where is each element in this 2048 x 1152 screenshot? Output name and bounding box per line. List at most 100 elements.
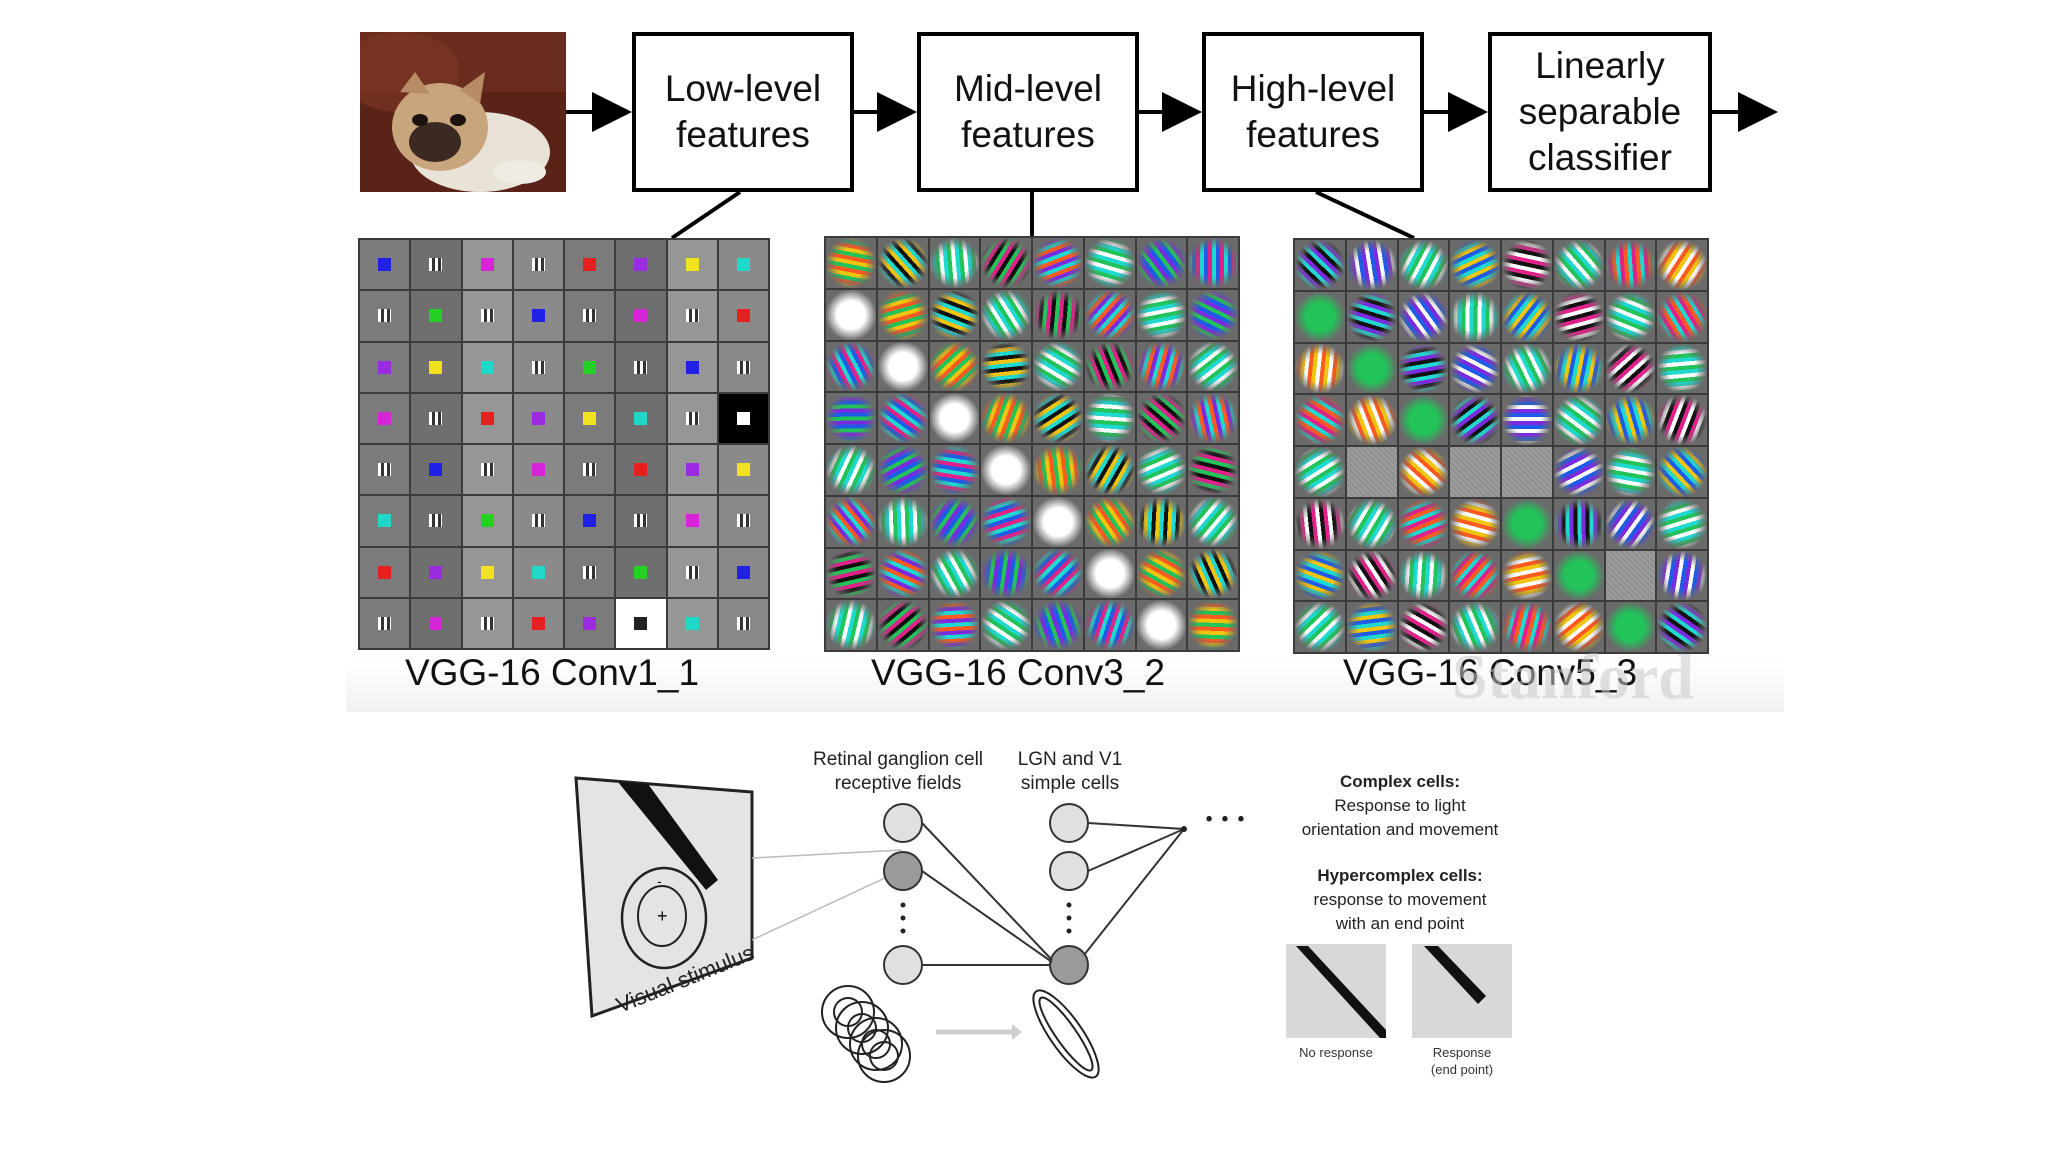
filter-visualization (1553, 550, 1604, 601)
filter-visualization (1033, 548, 1083, 599)
lgn-cell-2 (1049, 851, 1089, 891)
conv3-label: VGG-16 Conv3_2 (870, 652, 1166, 693)
conv1-filter (616, 598, 666, 648)
filter-visualization (929, 548, 980, 599)
filter-visualization (1605, 343, 1656, 394)
conv1-filter (565, 445, 615, 495)
filter-visualization (1033, 393, 1083, 443)
conv1-filter (411, 342, 461, 392)
filter-visualization (1136, 496, 1187, 547)
filter-visualization (1450, 240, 1500, 290)
filter-visualization (1398, 602, 1449, 652)
conv1-filter (718, 496, 768, 546)
center-surround-rings (821, 985, 911, 1083)
filter-visualization (1136, 548, 1187, 599)
conv1-filter (513, 393, 563, 443)
conv1-filter (462, 393, 512, 443)
conv1-filter (513, 291, 563, 341)
filter-visualization (1657, 498, 1707, 549)
conv1-filter (718, 547, 768, 597)
conv1-filter (513, 342, 563, 392)
conv1-filter (513, 496, 563, 546)
filter-visualization (929, 341, 980, 392)
filter-visualization (981, 341, 1031, 392)
filter-visualization (1346, 343, 1397, 394)
conv1-filter (513, 598, 563, 648)
filter-visualization (1553, 602, 1604, 652)
filter-visualization (826, 496, 876, 547)
conv1-filter (360, 445, 410, 495)
filter-visualization (1295, 291, 1345, 342)
conv1-filter (616, 547, 666, 597)
connector-low-grid (670, 190, 742, 240)
filter-visualization (1502, 240, 1552, 290)
conv1-filter (360, 598, 410, 648)
filter-visualization (1033, 341, 1083, 392)
filter-visualization (1605, 395, 1656, 445)
conv1-filter (667, 445, 717, 495)
low-level-features-box: Low-level features (632, 32, 854, 192)
filter-visualization (1398, 343, 1449, 394)
conv1-filter (411, 393, 461, 443)
filter-visualization (1450, 343, 1500, 394)
elongated-receptive-fields (1032, 989, 1100, 1079)
filter-visualization (826, 445, 876, 495)
filter-visualization (981, 289, 1031, 340)
filter-visualization (929, 289, 980, 340)
filter-visualization (1084, 548, 1135, 599)
pipeline-arrows (566, 92, 1778, 240)
visual-pathway-diagram: + - (574, 776, 1512, 1083)
conv1-filter (616, 240, 666, 290)
conv1-filter (565, 547, 615, 597)
filter-visualization (1450, 447, 1500, 497)
filter-visualization (1450, 395, 1500, 445)
filter-visualization (877, 289, 928, 340)
filter-visualization (1450, 602, 1500, 652)
retinal-cell-2 (883, 851, 923, 891)
conv1-filter (513, 547, 563, 597)
filter-visualization (981, 445, 1031, 495)
conv1-filter (513, 240, 563, 290)
filter-visualization (929, 496, 980, 547)
filter-visualization (1295, 343, 1345, 394)
conv1-filter (565, 240, 615, 290)
filter-visualization (1398, 240, 1449, 290)
conv1-filter (667, 291, 717, 341)
conv1-filter (411, 291, 461, 341)
lgn-cell-3 (1049, 945, 1089, 985)
filter-visualization (877, 393, 928, 443)
filter-visualization (1188, 600, 1238, 650)
filter-visualization (1346, 395, 1397, 445)
filter-visualization (1657, 447, 1707, 497)
conv1-filter (616, 393, 666, 443)
conv1-filter (462, 547, 512, 597)
ellipsis: • • • (1205, 809, 1247, 830)
receptive-field-inner (637, 885, 687, 947)
conv1-filter (411, 547, 461, 597)
retinal-cell-1 (883, 803, 923, 843)
filter-visualization (826, 289, 876, 340)
visual-stimulus-panel (574, 776, 754, 1019)
filter-visualization (1553, 240, 1604, 290)
filter-visualization (1033, 238, 1083, 288)
conv1-filter (360, 291, 410, 341)
conv1-filter (667, 547, 717, 597)
filter-visualization (1188, 289, 1238, 340)
filter-visualization (1502, 447, 1552, 497)
filter-visualization (1084, 238, 1135, 288)
conv1-filter (616, 342, 666, 392)
complex-cells-desc: Response to light orientation and moveme… (1301, 796, 1499, 839)
classifier-box: Linearly separable classifier (1488, 32, 1712, 192)
filter-visualization (1188, 496, 1238, 547)
conv5-label: VGG-16 Conv5_3 (1342, 652, 1638, 693)
filter-visualization (1346, 550, 1397, 601)
filter-visualization (1188, 548, 1238, 599)
conv1-filter (565, 393, 615, 443)
filter-visualization (1657, 602, 1707, 652)
conv1-filter (462, 291, 512, 341)
high-level-features-box: High-level features (1202, 32, 1424, 192)
end-point-label: Response (end point) (1430, 1045, 1494, 1077)
filter-visualization (877, 445, 928, 495)
conv1-filter (360, 496, 410, 546)
retinal-label: Retinal ganglion cell receptive fields (812, 749, 984, 794)
